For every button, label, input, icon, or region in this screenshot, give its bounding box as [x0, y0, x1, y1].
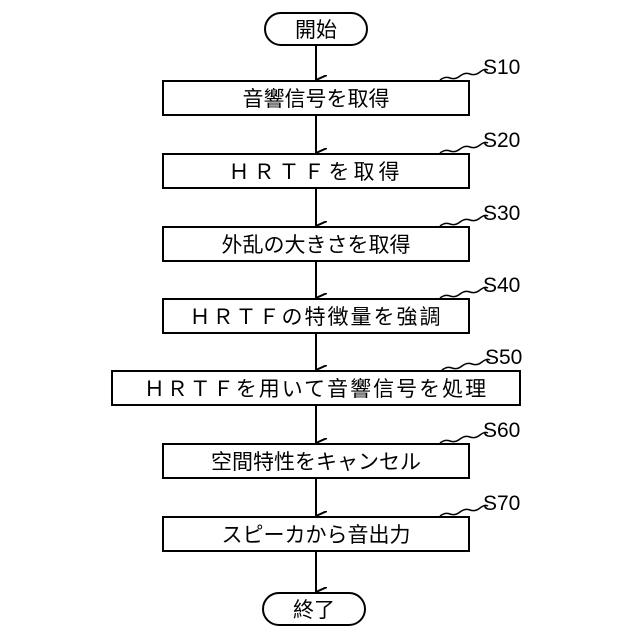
- leader-s50: [442, 359, 490, 370]
- start-terminal: 開始: [264, 12, 368, 46]
- step-label-s10: S10: [483, 56, 520, 80]
- step-box-s70: スピーカから音出力: [162, 516, 470, 552]
- leader-s10: [440, 69, 488, 80]
- leader-s40: [440, 287, 488, 298]
- step-box-s10: 音響信号を取得: [162, 80, 470, 116]
- step-label-s60: S60: [483, 419, 520, 443]
- step-box-s50: ＨＲＴＦを用いて音響信号を処理: [111, 370, 521, 406]
- step-label-s40: S40: [483, 274, 520, 298]
- leader-s30: [440, 215, 488, 226]
- leader-s60: [440, 432, 488, 443]
- end-terminal: 終了: [262, 592, 366, 626]
- step-box-s20: ＨＲＴＦを取得: [162, 153, 470, 189]
- step-box-s40: ＨＲＴＦの特徴量を強調: [162, 298, 470, 334]
- step-label-s70: S70: [483, 492, 520, 516]
- step-box-s30: 外乱の大きさを取得: [162, 226, 470, 262]
- leader-s20: [440, 142, 488, 153]
- leader-s70: [440, 505, 488, 516]
- step-label-s30: S30: [483, 202, 520, 226]
- step-label-s50: S50: [485, 346, 522, 370]
- step-label-s20: S20: [483, 129, 520, 153]
- step-box-s60: 空間特性をキャンセル: [162, 443, 470, 479]
